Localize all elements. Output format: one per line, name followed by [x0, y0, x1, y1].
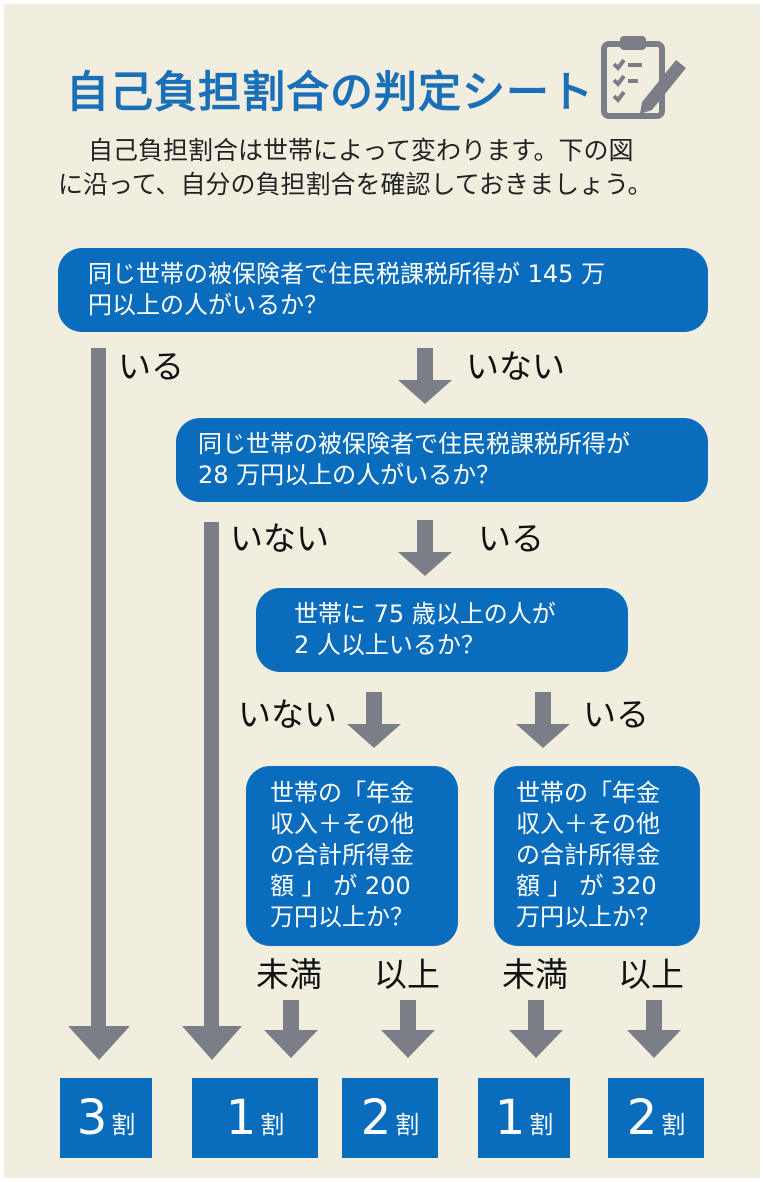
arrow-line-q4a-under: [283, 1000, 299, 1032]
arrow-head-q4b-under: [509, 1030, 563, 1058]
question-4b-line-3: の合計所得金: [516, 841, 660, 869]
q3-yes-label: いる: [583, 695, 649, 734]
arrow-head-q3-no: [347, 724, 401, 748]
clipboard-checklist-icon: [601, 36, 686, 119]
q3-no-label: いない: [238, 695, 337, 734]
q4a-over-label: 以上: [374, 955, 440, 994]
arrow-line-q2-yes: [417, 520, 433, 554]
question-4b-line-5: 万円以上か？: [516, 903, 660, 931]
question-3-line-2: 2 人以上いるか？: [294, 631, 485, 659]
arrow-line-q2-no: [204, 522, 219, 1028]
question-4a-line-1: 世帯の「年金: [270, 779, 414, 807]
question-4b-line-1: 世帯の「年金: [516, 779, 660, 807]
arrow-line-q1-no: [417, 348, 433, 382]
arrow-head-q1-no: [398, 380, 452, 404]
result-5-unit: 割: [661, 1111, 686, 1139]
question-3-box: 世帯に 75 歳以上の人が 2 人以上いるか？: [256, 588, 628, 672]
question-4a-line-5: 万円以上か？: [270, 903, 414, 931]
q4a-under-label: 未満: [256, 955, 322, 994]
arrow-head-q4a-under: [264, 1030, 318, 1058]
question-2-line-2: 28 万円以上の人がいるか？: [198, 461, 501, 489]
question-3-line-1: 世帯に 75 歳以上の人が: [294, 600, 556, 628]
question-4b-box: 世帯の「年金 収入＋その他 の合計所得金 額 」 が 320 万円以上か？: [494, 766, 700, 946]
result-3-number: 2: [360, 1090, 392, 1146]
result-1-number: 3: [76, 1090, 108, 1146]
result-1-unit: 割: [111, 1111, 136, 1139]
question-4b-line-2: 収入＋その他: [516, 810, 660, 838]
arrow-head-q3-yes: [516, 724, 570, 748]
question-2-line-1: 同じ世帯の被保険者で住民税課税所得が: [198, 430, 630, 458]
result-4-unit: 割: [529, 1111, 554, 1139]
result-2-unit: 割: [260, 1111, 285, 1139]
arrow-line-q3-no: [366, 692, 382, 726]
question-1-line-1: 同じ世帯の被保険者で住民税課税所得が 145 万: [88, 260, 606, 288]
intro-line-1: 自己負担割合は世帯によって変わります。下の図: [88, 136, 634, 165]
intro-line-2: に沿って、自分の負担割合を確認しておきましょう。: [58, 170, 653, 199]
question-4a-line-3: の合計所得金: [270, 841, 414, 869]
question-2-box: 同じ世帯の被保険者で住民税課税所得が 28 万円以上の人がいるか？: [176, 418, 708, 502]
result-3-unit: 割: [395, 1111, 420, 1139]
question-4a-line-2: 収入＋その他: [270, 810, 414, 838]
result-2-number: 1: [225, 1090, 257, 1146]
intro-text: 自己負担割合は世帯によって変わります。下の図 に沿って、自分の負担割合を確認して…: [58, 134, 718, 202]
question-4a-line-4: 額 」 が 200: [270, 872, 411, 900]
arrow-head-q1-yes: [68, 1026, 130, 1060]
arrow-line-q3-yes: [535, 692, 551, 726]
arrow-head-q2-no: [182, 1026, 242, 1060]
result-5-number: 2: [626, 1090, 658, 1146]
question-1-line-2: 円以上の人がいるか？: [88, 291, 328, 319]
arrow-head-q4a-over: [381, 1030, 435, 1058]
q4b-under-label: 未満: [502, 955, 568, 994]
question-4a-box: 世帯の「年金 収入＋その他 の合計所得金 額 」 が 200 万円以上か？: [246, 766, 458, 946]
q1-yes-label: いる: [118, 347, 184, 386]
q2-no-label: いない: [230, 519, 329, 558]
result-4-number: 1: [494, 1090, 526, 1146]
q1-no-label: いない: [466, 347, 565, 386]
arrow-head-q4b-over: [627, 1030, 681, 1058]
q2-yes-label: いる: [478, 519, 544, 558]
arrow-line-q4b-over: [646, 1000, 662, 1032]
arrow-line-q4a-over: [400, 1000, 416, 1032]
question-4b-line-4: 額 」 が 320: [516, 872, 657, 900]
arrow-line-q1-yes: [91, 348, 106, 1028]
q4b-over-label: 以上: [618, 955, 684, 994]
question-1-box: 同じ世帯の被保険者で住民税課税所得が 145 万 円以上の人がいるか？: [58, 248, 708, 332]
arrow-line-q4b-under: [528, 1000, 544, 1032]
arrow-head-q2-yes: [398, 552, 452, 576]
page-title: 自己負担割合の判定シート: [66, 68, 594, 118]
